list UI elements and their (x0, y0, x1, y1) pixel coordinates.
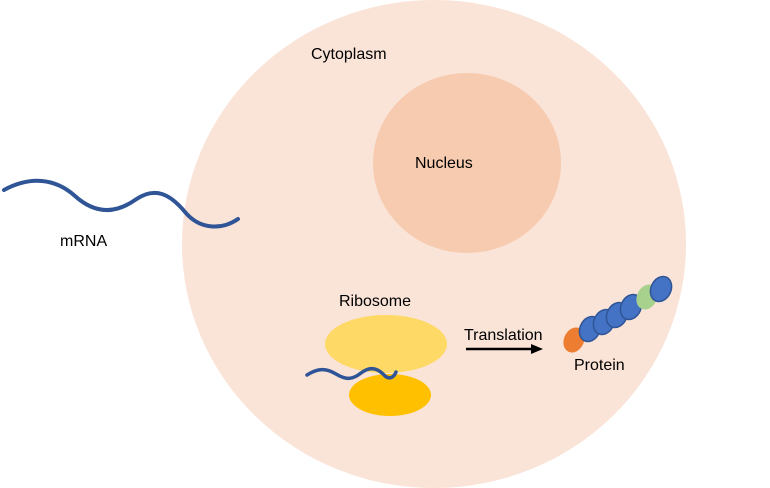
nucleus (373, 73, 561, 253)
arrow-head-icon (531, 344, 543, 354)
ribosome-small-subunit (349, 374, 431, 416)
translation-label: Translation (464, 327, 543, 344)
mrna-label: mRNA (60, 233, 107, 250)
ribosome-large-subunit (325, 315, 447, 373)
mrna-strand (2, 178, 240, 229)
ribosome-label: Ribosome (339, 293, 411, 310)
cytoplasm-label: Cytoplasm (311, 46, 387, 63)
protein-bead-blue (649, 275, 673, 303)
protein-label: Protein (574, 357, 625, 374)
protein-chain (563, 275, 673, 353)
protein-bead-blue (619, 293, 643, 321)
nucleus-label: Nucleus (415, 155, 473, 172)
mrna-in-ribosome (305, 367, 398, 381)
